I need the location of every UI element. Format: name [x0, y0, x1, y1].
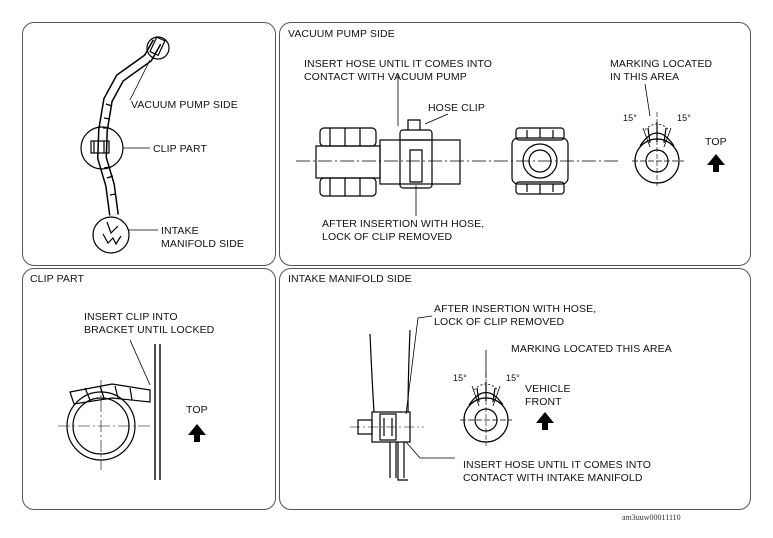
clip-part-panel-title: CLIP PART	[30, 273, 85, 285]
clip-part-drawing	[58, 339, 161, 480]
top-label: TOP	[705, 136, 727, 148]
after-insertion-intake-label: AFTER INSERTION WITH HOSE, LOCK OF CLIP …	[434, 303, 597, 328]
marking-area-label: MARKING LOCATED IN THIS AREA	[610, 58, 713, 83]
angle-left-label: 15°	[623, 113, 637, 123]
clip-top-label: TOP	[186, 404, 208, 416]
vacuum-pump-fitting-end-view	[511, 127, 569, 195]
intake-manifold-marking-view	[460, 350, 512, 446]
vacuum-pump-marking-view	[632, 112, 684, 186]
vacuum-pump-side-label: VACUUM PUMP SIDE	[131, 99, 238, 111]
vehicle-front-arrow-icon	[536, 412, 554, 430]
top-arrow-icon	[707, 154, 725, 172]
top-arrow-icon	[188, 424, 206, 442]
marking-located-label: MARKING LOCATED THIS AREA	[511, 343, 672, 355]
overview-hose-drawing	[80, 36, 170, 254]
intake-manifold-side-panel	[279, 268, 751, 510]
figure-code: am3uuw00011110	[622, 513, 681, 522]
clip-part-panel	[22, 268, 276, 510]
vacuum-pump-panel-title: VACUUM PUMP SIDE	[288, 28, 395, 40]
after-insertion-vacuum-label: AFTER INSERTION WITH HOSE, LOCK OF CLIP …	[322, 218, 485, 243]
intake-angle-left-label: 15°	[453, 373, 467, 383]
hose-clip-label: HOSE CLIP	[428, 102, 485, 114]
vacuum-pump-fitting-side-view	[296, 119, 620, 197]
insert-clip-label: INSERT CLIP INTO BRACKET UNTIL LOCKED	[84, 311, 215, 336]
vacuum-pump-leader-lines	[397, 74, 651, 216]
intake-manifold-panel-title: INTAKE MANIFOLD SIDE	[288, 273, 412, 285]
angle-right-label: 15°	[677, 113, 691, 123]
vehicle-front-label: VEHICLE FRONT	[525, 383, 571, 408]
clip-part-label: CLIP PART	[153, 143, 208, 155]
intake-angle-right-label: 15°	[506, 373, 520, 383]
insert-hose-intake-label: INSERT HOSE UNTIL IT COMES INTO CONTACT …	[463, 459, 652, 484]
intake-manifold-drawing	[350, 315, 455, 481]
insert-hose-vacuum-label: INSERT HOSE UNTIL IT COMES INTO CONTACT …	[304, 58, 493, 83]
intake-manifold-side-label: INTAKE MANIFOLD SIDE	[161, 225, 244, 250]
